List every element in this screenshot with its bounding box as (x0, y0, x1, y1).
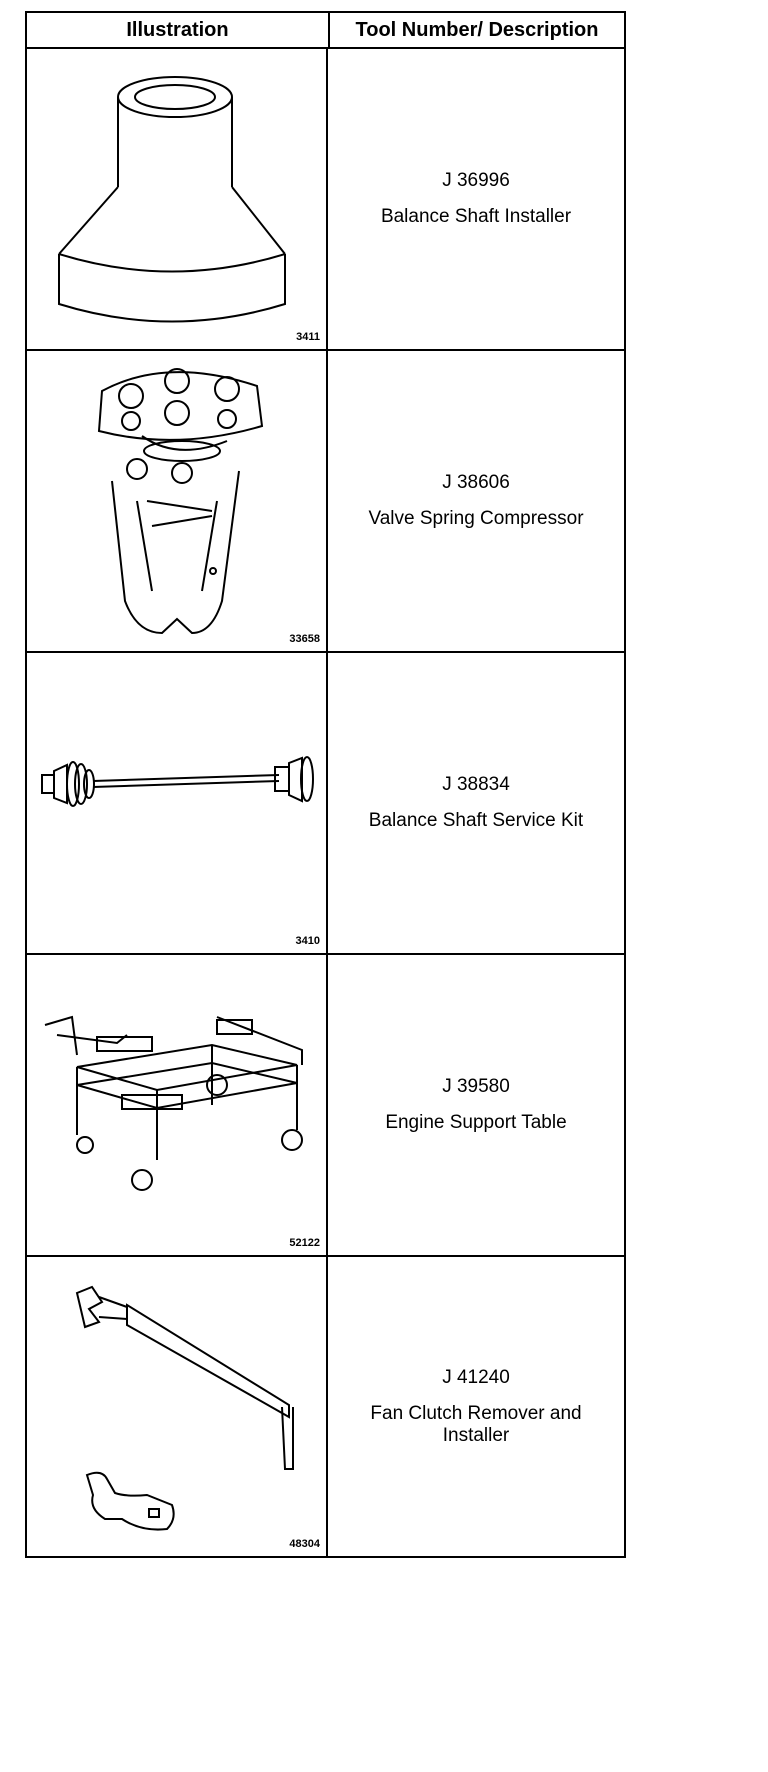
illustration-cell: 3411 (27, 49, 328, 349)
tool-number: J 39580 (442, 1076, 510, 1097)
description-cell: J 38606 Valve Spring Compressor (328, 351, 624, 651)
description-cell: J 38834 Balance Shaft Service Kit (328, 653, 624, 953)
tool-table: Illustration Tool Number/ Description 34… (25, 11, 626, 1558)
balance-shaft-service-kit-icon (41, 756, 314, 807)
figure-number: 48304 (289, 1538, 320, 1550)
figure-number: 52122 (289, 1237, 320, 1249)
fan-clutch-remover-icon (75, 1285, 294, 1531)
figure-number: 3410 (295, 935, 320, 947)
tool-description: Balance Shaft Service Kit (368, 810, 584, 831)
header-tool-description: Tool Number/ Description (355, 18, 599, 41)
header-illustration: Illustration (27, 13, 330, 47)
table-row: 3410 J 38834 Balance Shaft Service Kit (27, 653, 624, 955)
tool-number: J 38606 (442, 472, 510, 493)
table-row: 33658 J 38606 Valve Spring Compressor (27, 351, 624, 653)
tool-number: J 41240 (442, 1366, 510, 1388)
description-cell: J 36996 Balance Shaft Installer (328, 49, 624, 349)
balance-shaft-installer-icon (58, 76, 286, 323)
tool-number: J 38834 (442, 774, 510, 795)
illustration-cell: 52122 (27, 955, 328, 1255)
table-row: 52122 J 39580 Engine Support Table (27, 955, 624, 1257)
illustration-cell: 48304 (27, 1257, 328, 1556)
tool-description: Engine Support Table (385, 1112, 567, 1133)
engine-support-table-icon (44, 1015, 303, 1191)
figure-number: 33658 (289, 633, 320, 645)
illustration-cell: 33658 (27, 351, 328, 651)
tool-description: Balance Shaft Installer (380, 206, 572, 227)
description-cell: J 41240 Fan Clutch Remover and Installer (328, 1257, 624, 1556)
illustration-cell: 3410 (27, 653, 328, 953)
tool-number: J 36996 (442, 170, 510, 191)
valve-spring-compressor-icon (97, 368, 264, 635)
tool-description: Valve Spring Compressor (368, 508, 584, 529)
tool-description: Fan Clutch Remover and Installer (370, 1402, 582, 1446)
table-header: Illustration Tool Number/ Description (27, 13, 624, 49)
table-row: 48304 J 41240 Fan Clutch Remover and Ins… (27, 1257, 624, 1556)
figure-number: 3411 (296, 331, 320, 343)
table-row: 3411 J 36996 Balance Shaft Installer (27, 49, 624, 351)
description-cell: J 39580 Engine Support Table (328, 955, 624, 1255)
